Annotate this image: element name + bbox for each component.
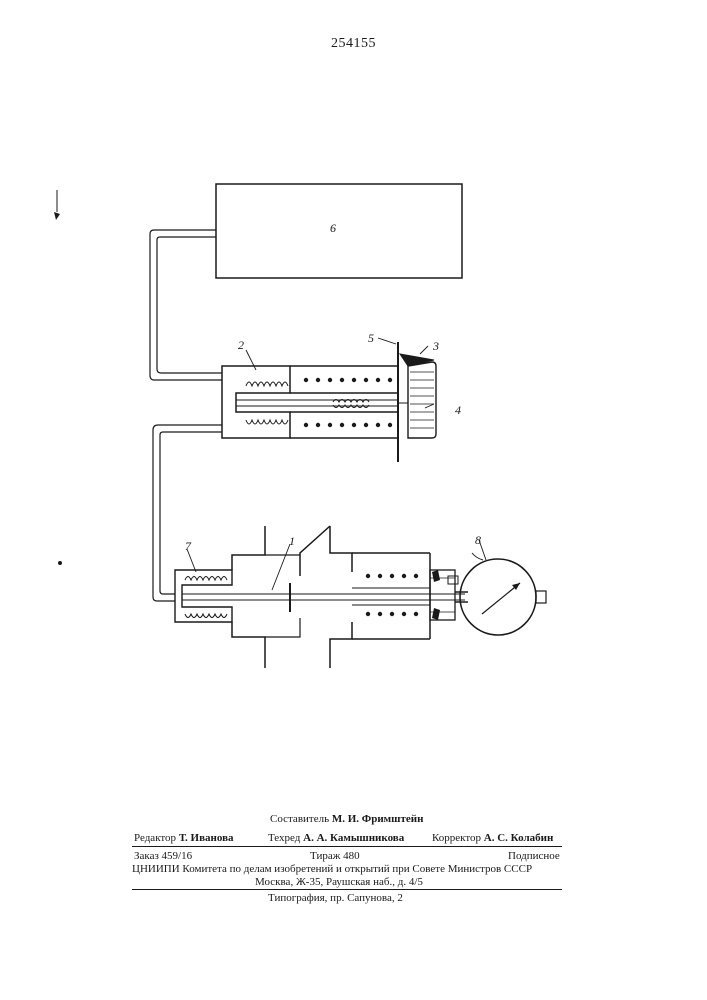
margin-marks (54, 190, 62, 565)
footer-address: Москва, Ж-35, Раушская наб., д. 4/5 (255, 876, 423, 888)
label-8: 8 (475, 533, 481, 547)
editor-label: Редактор (134, 832, 176, 844)
editor-name: Т. Иванова (179, 832, 234, 844)
footer-divider-top (132, 846, 562, 847)
footer-compiler: Составитель М. И. Фримштейн (270, 813, 423, 825)
corrector-name: А. С. Колабин (484, 832, 554, 844)
footer-order: Заказ 459/16 (134, 850, 192, 862)
footer-institute: ЦНИИПИ Комитета по делам изобретений и о… (132, 863, 556, 875)
tube-block-to-bellows-2 (150, 230, 222, 380)
valve-seat (265, 526, 330, 637)
dial-gauge-8 (460, 553, 546, 635)
techred-name: А. А. Камышникова (303, 832, 404, 844)
label-1: 1 (289, 534, 295, 548)
label-7: 7 (185, 539, 192, 553)
block-6 (216, 184, 462, 278)
label-5: 5 (368, 331, 374, 345)
footer-divider-bottom (132, 889, 562, 890)
bellows-2-housing (222, 366, 408, 438)
leader-lines (187, 338, 486, 590)
compiler-name: М. И. Фримштейн (332, 813, 424, 825)
label-6: 6 (330, 221, 336, 235)
label-3: 3 (432, 339, 439, 353)
bellows-7-housing (175, 570, 232, 622)
footer-printer: Типография, пр. Сапунова, 2 (268, 892, 403, 904)
compiler-label: Составитель (270, 813, 329, 825)
footer-circulation: Тираж 480 (310, 850, 360, 862)
footer-corrector: Корректор А. С. Колабин (432, 832, 553, 844)
corrector-label: Корректор (432, 832, 481, 844)
label-2: 2 (238, 338, 244, 352)
rod-1 (182, 594, 465, 600)
techred-label: Техред (268, 832, 300, 844)
tube-bellows-2-to-bellows-7 (153, 425, 222, 601)
gauge-clamp (430, 570, 468, 620)
valve-body-left (232, 526, 265, 668)
footer-editor: Редактор Т. Иванова (134, 832, 234, 844)
knob-4 (408, 362, 436, 438)
footer-techred: Техред А. А. Камышникова (268, 832, 404, 844)
valve-body-right (330, 526, 430, 668)
label-4: 4 (455, 403, 461, 417)
footer-subscription: Подписное (508, 850, 560, 862)
